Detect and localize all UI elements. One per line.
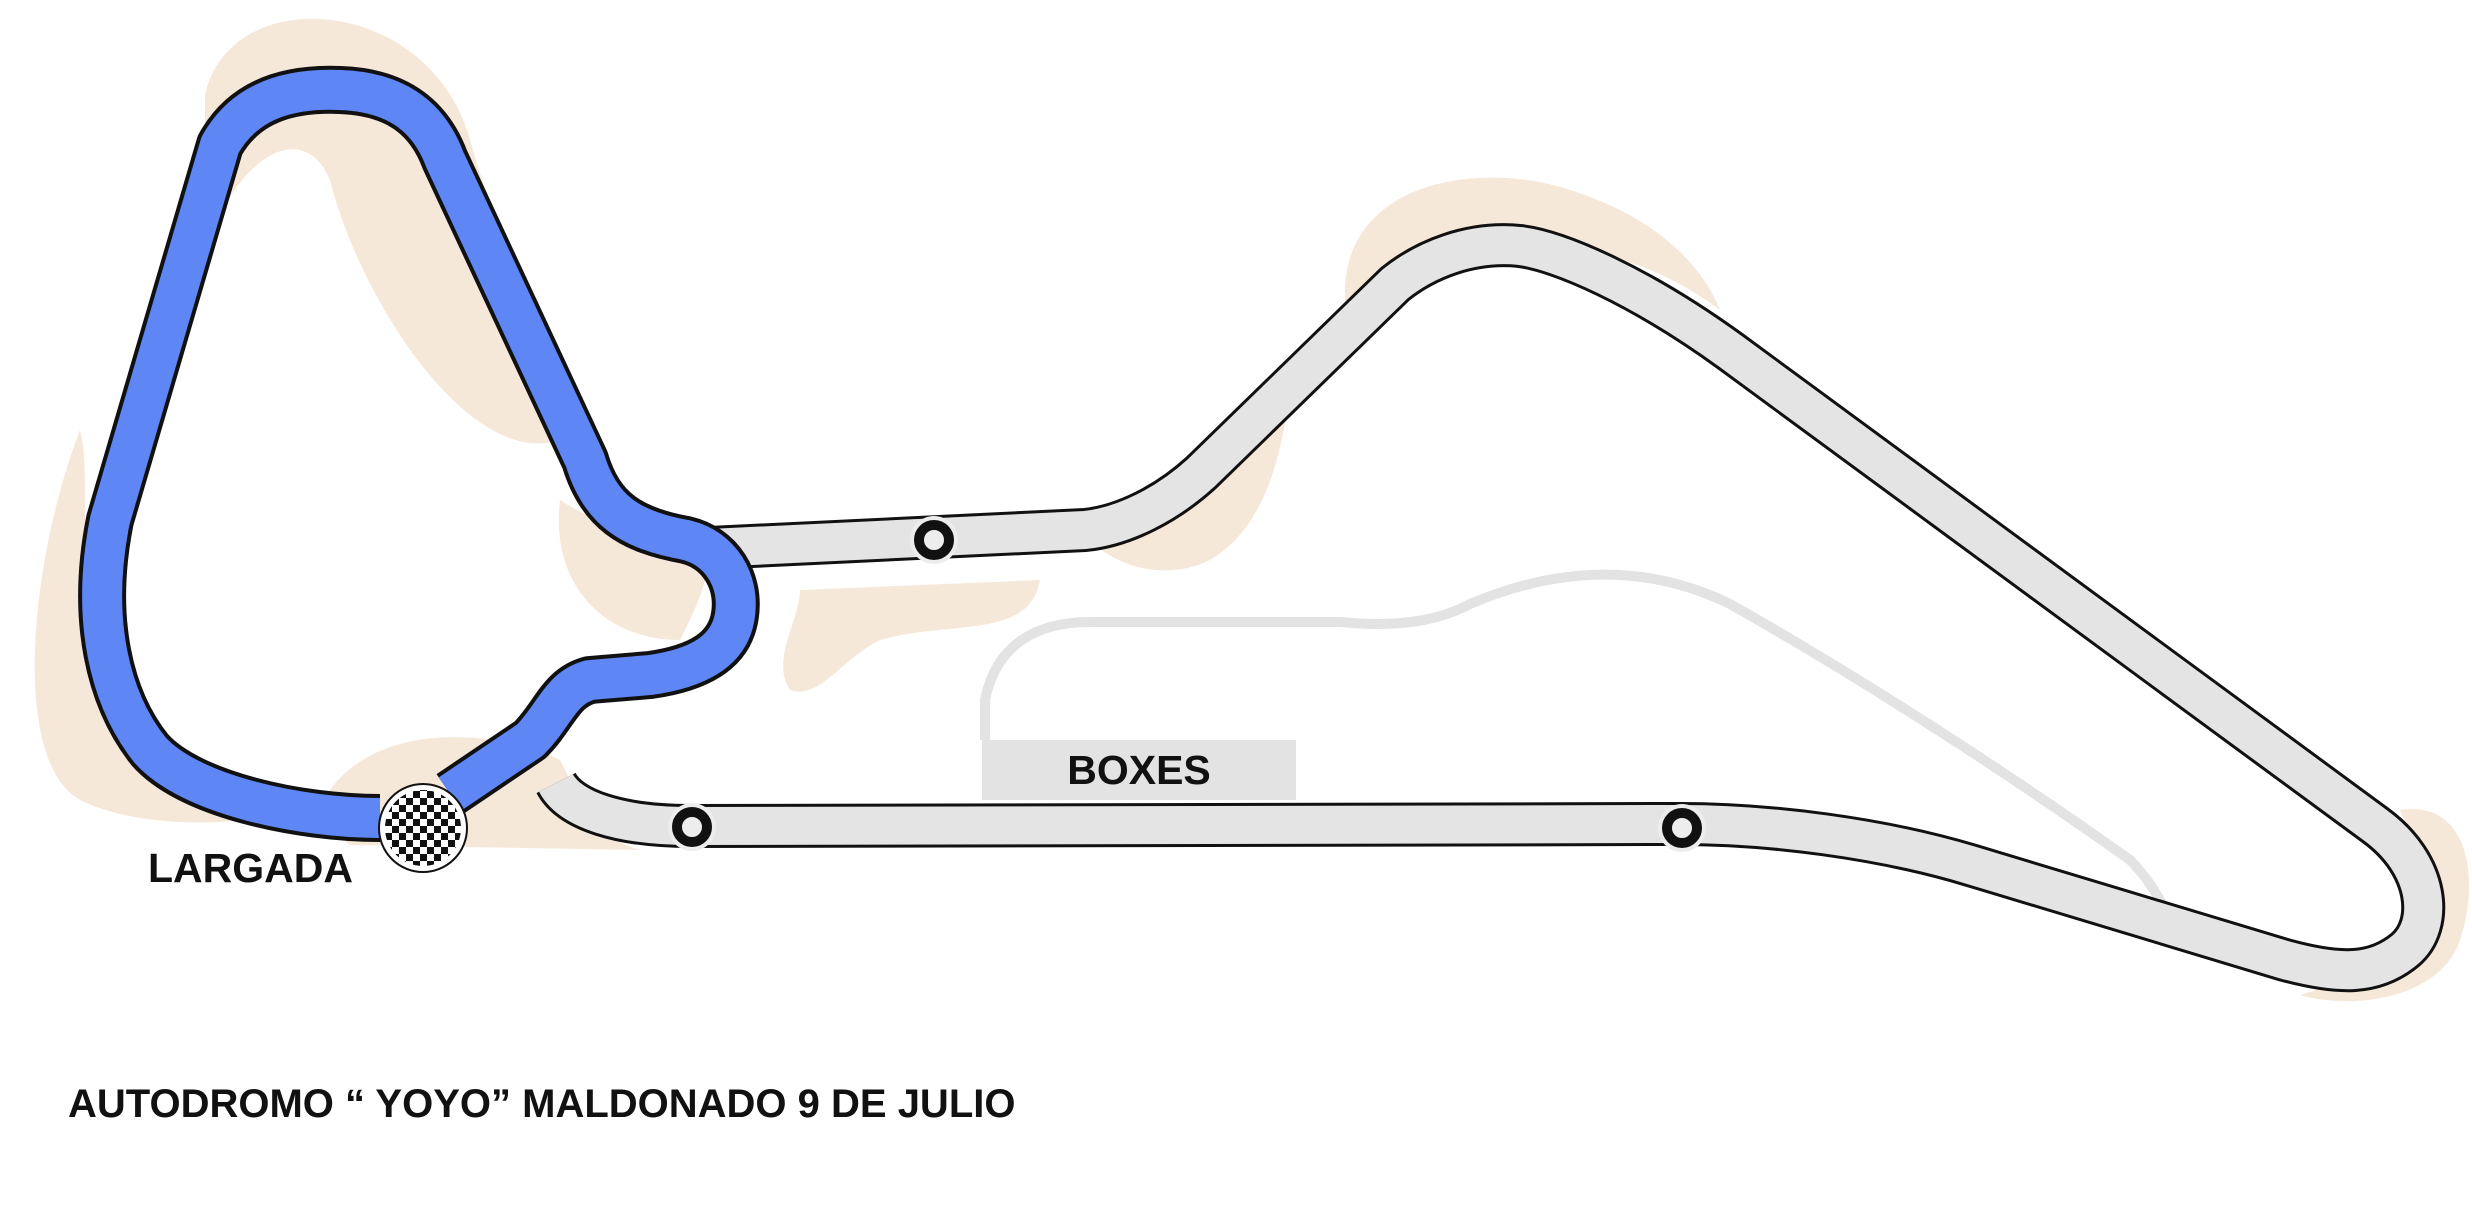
runoff-area-west: [34, 430, 300, 823]
map-title: AUTODROMO “ YOYO” MALDONADO 9 DE JULIO: [68, 1082, 1016, 1126]
start-label: LARGADA: [148, 845, 353, 891]
ring-marker-icon: [668, 803, 716, 851]
runoff-area-north-loop: [205, 18, 560, 444]
track-main: [536, 223, 2446, 993]
runoff-area-inner: [783, 580, 1040, 692]
checkered-flag-icon: [378, 783, 468, 873]
pits-label: BOXES: [982, 740, 1296, 800]
track-highlighted: [78, 65, 760, 842]
ring-marker-icon: [910, 516, 958, 564]
ring-marker-icon: [1658, 804, 1706, 852]
pit-lane: [980, 569, 2173, 918]
sector-markers: [668, 516, 1706, 852]
